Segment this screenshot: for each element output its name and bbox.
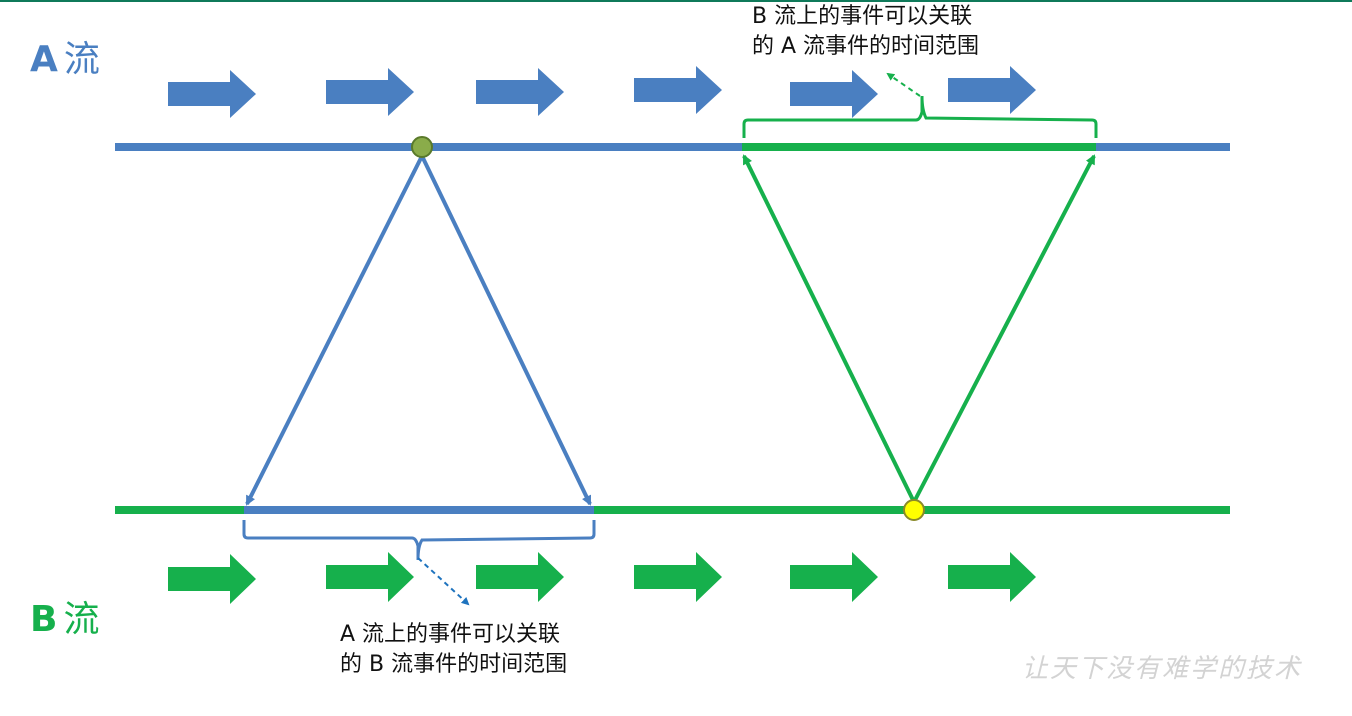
b-event-right-arrow [912,154,1096,503]
stream-a-flow-arrow [948,66,1036,114]
watermark-text: 让天下没有难学的技术 [1022,654,1303,684]
stream-a-name: 流 [63,39,100,80]
note-a-pointer [417,557,470,606]
note-a-line1: A 流上的事件可以关联 [340,622,561,647]
stream-a-flow-arrow [790,70,878,118]
stream-b-letter: B [30,599,58,640]
note-b-pointer [886,72,921,97]
stream-b-flow-arrow [948,552,1036,602]
b-event-left-arrow [742,154,916,503]
a-event-left-arrow [245,155,424,506]
top-border-line [0,0,1352,2]
stream-a-flow-arrow [168,70,256,118]
stream-b-flow-arrow [326,552,414,602]
a-event-marker [411,136,433,158]
stream-a-flow-arrows [168,66,1036,118]
stream-b-name: 流 [63,599,100,640]
a-event-right-arrow [420,155,592,506]
stream-a-flow-arrow [634,66,722,114]
stream-b-flow-arrows [168,552,1036,604]
note-b-stream-range: B 流上的事件可以关联 的 A 流事件的时间范围 [752,2,979,62]
note-a-stream-range: A 流上的事件可以关联 的 B 流事件的时间范围 [340,620,567,680]
stream-b-flow-arrow [476,552,564,602]
stream-b-flow-arrow [168,554,256,604]
note-b-line2: 的 A 流事件的时间范围 [752,34,980,59]
stream-a-flow-arrow [476,68,564,116]
stream-a-letter: A [30,39,58,80]
stream-b-flow-arrow [634,552,722,602]
stream-a-flow-arrow [326,68,414,116]
note-b-line1: B 流上的事件可以关联 [752,4,973,29]
b-range-brace [242,520,596,561]
note-a-line2: 的 B 流事件的时间范围 [340,652,568,677]
b-event-marker [903,499,925,521]
a-range-brace [742,95,1098,138]
stream-b-flow-arrow [790,552,878,602]
